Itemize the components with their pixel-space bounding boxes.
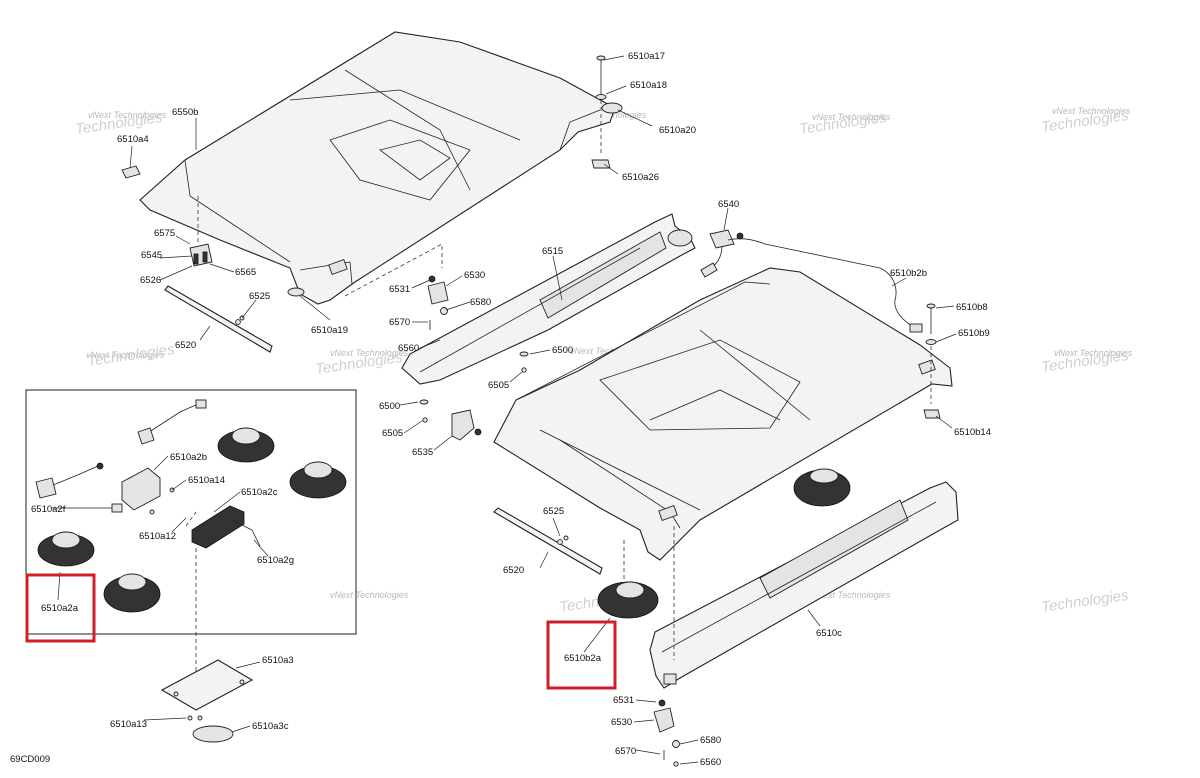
part-label[interactable]: 6510a2f: [31, 504, 66, 515]
latch-assembly: [427, 275, 449, 330]
part-label[interactable]: 6535: [412, 447, 433, 458]
part-label[interactable]: 6510a18: [630, 80, 667, 91]
part-label[interactable]: 6565: [235, 267, 256, 278]
latch-6535: [419, 399, 482, 441]
highlight-6510b2a: [546, 620, 617, 690]
part-label[interactable]: 6510a2c: [241, 487, 278, 498]
watermark: vNext Technologies: [88, 110, 167, 120]
part-label[interactable]: 6520: [175, 340, 196, 351]
latch-bottom: [653, 699, 680, 767]
rear-bar: [649, 481, 959, 689]
roof-fasteners: [591, 55, 623, 169]
part-label[interactable]: 6531: [389, 284, 410, 295]
part-label[interactable]: 6515: [542, 246, 563, 257]
watermark: vNext Technologies: [812, 112, 891, 122]
watermark: vNext Technologies: [570, 346, 649, 356]
watermark: vNext Technologies: [812, 590, 891, 600]
part-label[interactable]: 6580: [700, 735, 721, 746]
part-label[interactable]: 6510a26: [622, 172, 659, 183]
part-labels: 6510a17 6510a18 6510a20 6510a26 6550b 65…: [31, 51, 991, 768]
part-label[interactable]: 6530: [464, 270, 485, 281]
part-label[interactable]: 6520: [503, 565, 524, 576]
part-label[interactable]: 6510a14: [188, 475, 225, 486]
part-label[interactable]: 6530: [611, 717, 632, 728]
part-label[interactable]: 6510b2a: [564, 653, 602, 664]
part-label[interactable]: 6510a2a: [41, 603, 79, 614]
diagram-id: 69CD009: [10, 754, 50, 765]
part-label[interactable]: 6510a2b: [170, 452, 207, 463]
watermark: vNext Technologies: [330, 590, 409, 600]
part-label[interactable]: 6510b2b: [890, 268, 927, 279]
lower-roof-panel: [493, 267, 953, 561]
part-label[interactable]: 6510a3: [262, 655, 294, 666]
part-label[interactable]: 6510a20: [659, 125, 696, 136]
part-label[interactable]: 6510c: [816, 628, 842, 639]
mounting-plate: [160, 659, 254, 743]
part-label[interactable]: 6505: [488, 380, 509, 391]
watermark: Technologies: [86, 341, 176, 370]
part-label[interactable]: 6550b: [172, 107, 198, 118]
part-label[interactable]: 6510a17: [628, 51, 665, 62]
watermark: vNext Technologies: [1054, 348, 1133, 358]
speaker-b2a: [597, 581, 659, 619]
drip-rail-lower: [493, 507, 603, 575]
part-label[interactable]: 6525: [249, 291, 270, 302]
watermark: vNext Technologies: [86, 350, 165, 360]
part-label[interactable]: 6560: [700, 757, 721, 768]
part-label[interactable]: 6510b9: [958, 328, 990, 339]
part-label[interactable]: 6531: [613, 695, 634, 706]
part-label[interactable]: 6540: [718, 199, 739, 210]
part-label[interactable]: 6570: [615, 746, 636, 757]
watermark: vNext Technologies: [1052, 106, 1131, 116]
highlight-6510a2a: [25, 573, 96, 643]
roof-speaker: [793, 468, 851, 507]
wire-harness: [700, 229, 923, 333]
watermark: Technologies: [1040, 587, 1130, 616]
leader-lines: [52, 55, 957, 765]
speaker-kit-box: [25, 389, 357, 635]
part-label[interactable]: 6545: [141, 250, 162, 261]
part-label[interactable]: 6570: [389, 317, 410, 328]
drip-rail: [164, 285, 273, 353]
part-label[interactable]: 6580: [470, 297, 491, 308]
part-label[interactable]: 6505: [382, 428, 403, 439]
part-label[interactable]: 6510b14: [954, 427, 991, 438]
grommet: [287, 287, 305, 297]
clip-part: [121, 165, 141, 179]
part-label[interactable]: 6510b8: [956, 302, 988, 313]
part-label[interactable]: 6500: [379, 401, 400, 412]
washer: [519, 351, 529, 357]
screw: [521, 367, 527, 373]
part-label[interactable]: 6510a4: [117, 134, 149, 145]
rear-fasteners: [923, 303, 941, 419]
front-rail: [401, 213, 696, 385]
part-label[interactable]: 6560: [398, 343, 419, 354]
part-label[interactable]: 6510a2g: [257, 555, 294, 566]
part-label[interactable]: 6575: [154, 228, 175, 239]
part-label[interactable]: 6526: [140, 275, 161, 286]
part-label[interactable]: 6510a13: [110, 719, 147, 730]
upper-roof-panel: [139, 31, 616, 305]
part-label[interactable]: 6510a3c: [252, 721, 289, 732]
part-label[interactable]: 6510a19: [311, 325, 348, 336]
watermark: vNext Technologies: [330, 348, 409, 358]
part-label[interactable]: 6510a12: [139, 531, 176, 542]
part-label[interactable]: 6525: [543, 506, 564, 517]
roof-bracket: [189, 196, 213, 267]
rail-screws: [557, 535, 569, 545]
part-label[interactable]: 6500: [552, 345, 573, 356]
